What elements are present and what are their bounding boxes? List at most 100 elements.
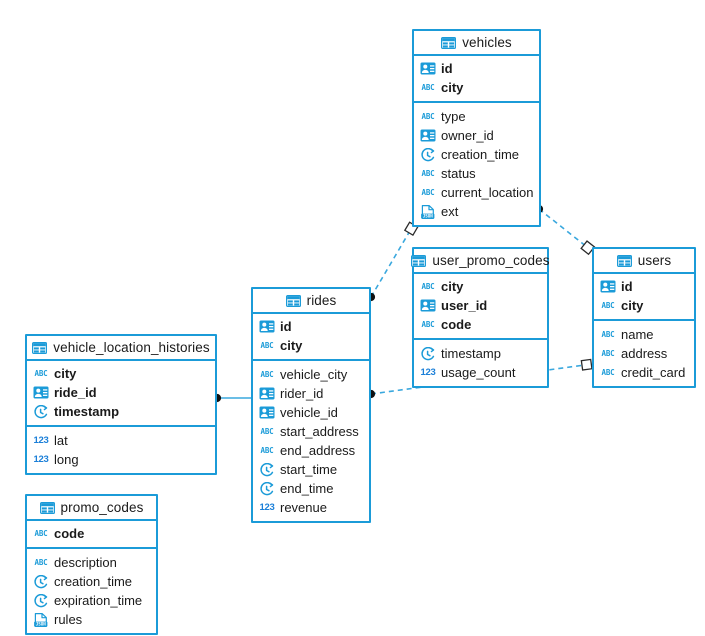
primary-key-row-city: ABC city	[594, 296, 694, 315]
table-header-users[interactable]: users	[594, 249, 694, 274]
abc-string-icon: ABC	[260, 370, 274, 379]
abc-string-icon: ABC	[601, 301, 615, 310]
field-row-timestamp: timestamp	[414, 344, 547, 363]
table-grid-icon	[411, 254, 427, 267]
field-label: city	[441, 80, 464, 95]
clock-icon	[259, 481, 275, 496]
field-row-address: ABC address	[594, 344, 694, 363]
primary-key-row-id: id	[414, 59, 539, 78]
clock-icon	[259, 462, 275, 477]
svg-text:JSON: JSON	[36, 621, 47, 626]
field-row-creation_time: creation_time	[27, 572, 156, 591]
field-label: vehicle_city	[280, 367, 348, 382]
field-row-rider_id: rider_id	[253, 384, 369, 403]
field-label: credit_card	[621, 365, 686, 380]
field-label: type	[441, 109, 466, 124]
field-label: address	[621, 346, 668, 361]
field-label: rider_id	[280, 386, 324, 401]
field-row-creation_time: creation_time	[414, 145, 539, 164]
field-label: timestamp	[54, 404, 120, 419]
table-name: vehicle_location_histories	[53, 340, 210, 355]
table-grid-icon	[616, 254, 632, 267]
id-card-icon	[600, 280, 616, 293]
table-header-rides[interactable]: rides	[253, 289, 369, 314]
abc-string-icon: ABC	[34, 558, 48, 567]
field-row-owner_id: owner_id	[414, 126, 539, 145]
table-header-vehicle_location_histories[interactable]: vehicle_location_histories	[27, 336, 215, 361]
table-header-promo_codes[interactable]: promo_codes	[27, 496, 156, 521]
field-row-credit_card: ABC credit_card	[594, 363, 694, 382]
table-grid-icon	[285, 294, 301, 307]
123-number-icon: 123	[33, 435, 49, 446]
one-end-square-marker	[580, 240, 596, 256]
field-row-vehicle_city: ABC vehicle_city	[253, 365, 369, 384]
table-grid-icon	[39, 501, 55, 514]
id-card-icon	[259, 387, 275, 400]
abc-string-icon: ABC	[260, 446, 274, 455]
primary-key-row-id: id	[253, 317, 369, 336]
primary-key-row-timestamp: timestamp	[27, 402, 215, 421]
abc-string-icon: ABC	[421, 83, 435, 92]
field-label: ride_id	[54, 385, 97, 400]
id-card-icon	[420, 299, 436, 312]
clock-icon	[420, 346, 436, 361]
abc-string-icon: ABC	[601, 330, 615, 339]
field-label: code	[54, 526, 85, 541]
primary-key-row-id: id	[594, 277, 694, 296]
field-label: city	[280, 338, 303, 353]
relationship-vehicle-location-histories-to-rides[interactable]	[212, 393, 251, 403]
id-card-icon	[420, 129, 436, 142]
abc-string-icon: ABC	[601, 368, 615, 377]
clock-icon	[33, 404, 49, 419]
field-label: city	[621, 298, 644, 313]
json-document-icon: JSON	[420, 204, 436, 219]
field-label: city	[441, 279, 464, 294]
field-row-name: ABC name	[594, 325, 694, 344]
table-name: promo_codes	[60, 500, 144, 515]
relationship-rides-to-vehicles[interactable]	[366, 221, 419, 302]
field-row-start_time: start_time	[253, 460, 369, 479]
table-name: rides	[306, 293, 337, 308]
clock-icon	[33, 593, 49, 608]
field-label: end_time	[280, 481, 334, 496]
relationship-line	[370, 223, 415, 298]
field-label: vehicle_id	[280, 405, 338, 420]
table-header-vehicles[interactable]: vehicles	[414, 31, 539, 56]
table-header-user_promo_codes[interactable]: user_promo_codes	[411, 249, 549, 274]
field-label: rules	[54, 612, 83, 627]
field-row-expiration_time: expiration_time	[27, 591, 156, 610]
field-label: name	[621, 327, 654, 342]
field-label: id	[621, 279, 633, 294]
id-card-icon	[33, 386, 49, 399]
field-label: city	[54, 366, 77, 381]
field-label: long	[54, 452, 79, 467]
abc-string-icon: ABC	[601, 349, 615, 358]
field-label: creation_time	[441, 147, 520, 162]
table-name: users	[637, 253, 672, 268]
